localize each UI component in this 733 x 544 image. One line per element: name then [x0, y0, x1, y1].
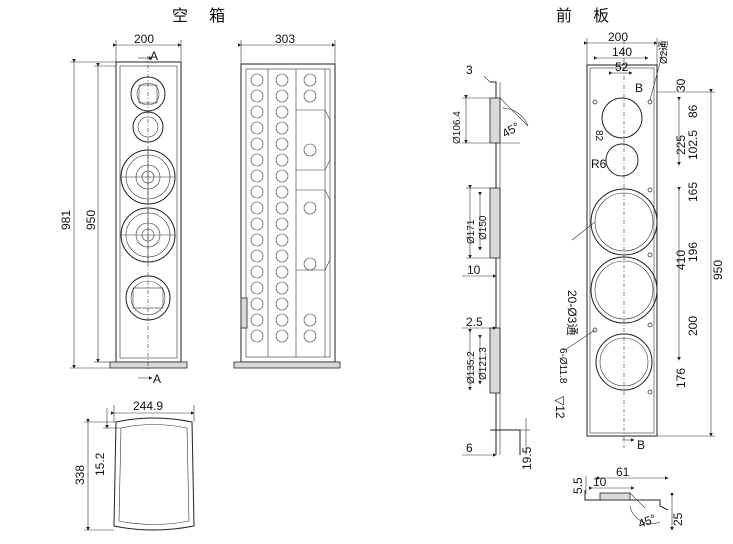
section-thickness-label: 3 [466, 63, 473, 77]
hole3-outer-label: Ø135.2 [466, 351, 477, 384]
detail-10-label: 10 [593, 475, 607, 489]
panel-82-label: 82 [593, 130, 604, 142]
panel-height-label: 950 [711, 260, 725, 280]
cabinet-depth-label: 303 [275, 32, 295, 46]
top-width-label: 244.9 [133, 399, 163, 413]
panel-196-label: 196 [686, 242, 700, 262]
detail-55-label: 5.5 [571, 477, 585, 494]
section-b-top: B [635, 81, 643, 95]
hole-depth-label: ▽12 [553, 396, 567, 419]
top-offset-label: 15.2 [93, 452, 107, 476]
section-mark-bottom: A [153, 372, 161, 386]
front-panel-title: 前 板 [556, 6, 617, 25]
hole3-inner-label: Ø121.3 [478, 347, 489, 380]
section-b-bottom: B [637, 438, 645, 452]
panel-86-label: 86 [686, 104, 700, 118]
detail-61-label: 61 [616, 465, 630, 479]
hole2-outer-label: Ø171 [466, 219, 477, 244]
panel-165-label: 165 [686, 182, 700, 202]
panel-140-label: 140 [612, 45, 632, 59]
cabinet-width-label: 200 [134, 32, 154, 46]
chamfer-angle-label: 45° [500, 119, 523, 140]
section-recess-label: 2.5 [466, 315, 483, 329]
top-depth-label: 338 [73, 465, 87, 485]
section-bottom-width-label: 6 [466, 441, 473, 455]
hole2-inner-label: Ø150 [478, 215, 489, 240]
cabinet-inner-height-label: 950 [84, 210, 98, 230]
section-view: 3 Ø106.4 45° Ø150 Ø171 10 2.5 Ø121.3 Ø13… [452, 63, 534, 470]
cabinet-side-view: 303 [233, 32, 341, 369]
panel-1025-label: 102.5 [686, 130, 700, 160]
holes-6-label: 6-Ø11.8 [557, 348, 568, 384]
cabinet-title: 空 箱 [172, 6, 233, 25]
holes-20-label: 20-Ø3通 [565, 290, 579, 335]
detail-angle-label: 45° [636, 511, 658, 530]
panel-176-label: 176 [674, 368, 688, 388]
panel-410-label: 410 [674, 250, 688, 270]
detail-25-label: 25 [671, 512, 685, 526]
top-hole-label: Ø2通 [658, 41, 670, 64]
section-bottom-height-label: 19.5 [520, 446, 534, 470]
section-mark-top: A [150, 49, 158, 63]
section-gap-label: 10 [467, 263, 481, 277]
cabinet-total-height-label: 981 [59, 210, 73, 230]
radius-label: R6 [591, 157, 607, 171]
panel-width-label: 200 [608, 30, 628, 44]
panel-52-label: 52 [615, 60, 629, 74]
panel-30-label: 30 [674, 78, 688, 92]
hole1-diameter-label: Ø106.4 [452, 111, 463, 144]
detail-b-view: 5.5 10 61 45° 25 [571, 465, 685, 531]
cabinet-top-view: 244.9 338 15.2 [73, 399, 195, 531]
panel-225-label: 225 [674, 135, 688, 155]
cabinet-front-view: 200 A A 981 950 [59, 32, 188, 386]
front-panel-view: 200 140 52 Ø2通 B B 30 86 82 102.5 225 R6… [553, 30, 725, 452]
panel-200-label: 200 [686, 316, 700, 336]
